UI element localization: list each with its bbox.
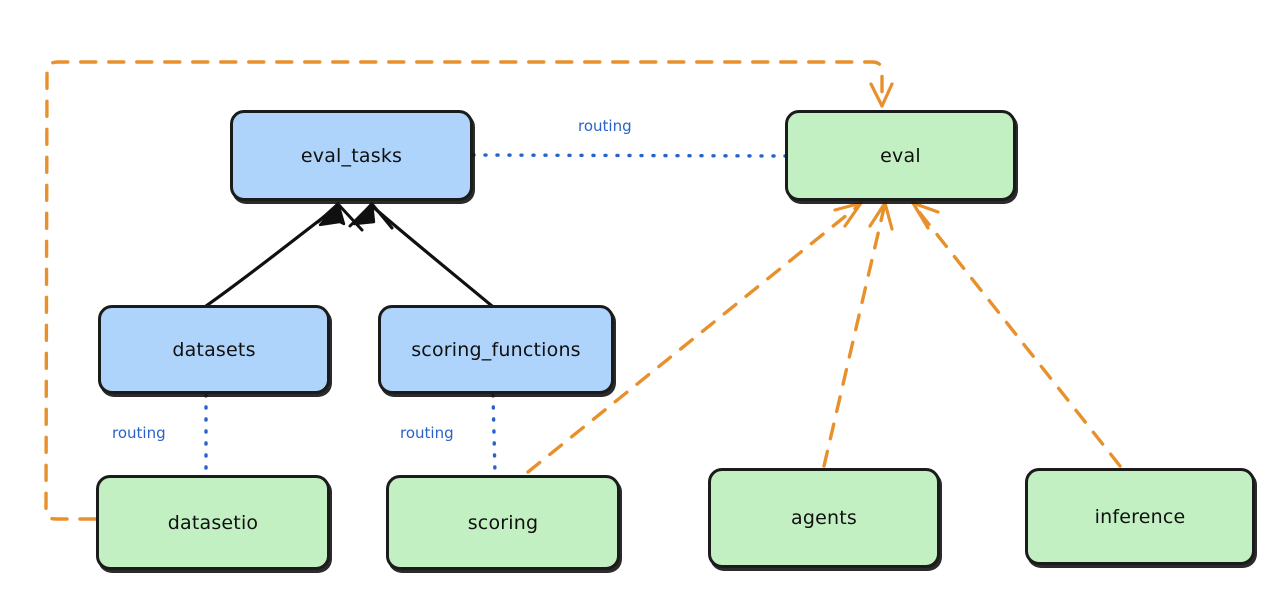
node-label: datasets [172, 338, 256, 361]
edge-label-routing-datasets-datasetio: routing [112, 424, 166, 442]
node-datasets[interactable]: datasets [98, 305, 330, 394]
edge-label-routing-eval-tasks-eval: routing [578, 117, 632, 135]
edge-datasetio-to-eval [44, 60, 894, 521]
edge-agents-to-eval [822, 201, 894, 468]
node-label: scoring_functions [411, 338, 581, 361]
node-label: inference [1094, 505, 1186, 528]
edge-scoring_functions-to-scoring [491, 393, 497, 476]
node-label: eval [880, 144, 921, 167]
node-label: agents [791, 507, 857, 529]
edge-scoring_functions-to-eval_tasks [348, 201, 494, 308]
node-inference[interactable]: inference [1025, 468, 1255, 565]
node-label: datasetio [167, 511, 259, 534]
node-eval-tasks[interactable]: eval_tasks [230, 110, 473, 201]
node-datasetio[interactable]: datasetio [96, 475, 330, 570]
edge-eval_tasks-to-eval [471, 153, 787, 158]
node-scoring[interactable]: scoring [386, 475, 620, 570]
node-label: eval_tasks [300, 144, 403, 167]
edge-label-routing-scoring-functions-scoring: routing [400, 424, 454, 442]
edge-inference-to-eval [911, 201, 1122, 468]
node-eval[interactable]: eval [785, 110, 1016, 201]
node-agents[interactable]: agents [708, 468, 940, 568]
node-label: scoring [467, 511, 539, 534]
edge-scoring-to-eval [526, 201, 863, 474]
node-scoring-functions[interactable]: scoring_functions [378, 305, 614, 394]
edge-datasets-to-eval_tasks [204, 201, 364, 308]
